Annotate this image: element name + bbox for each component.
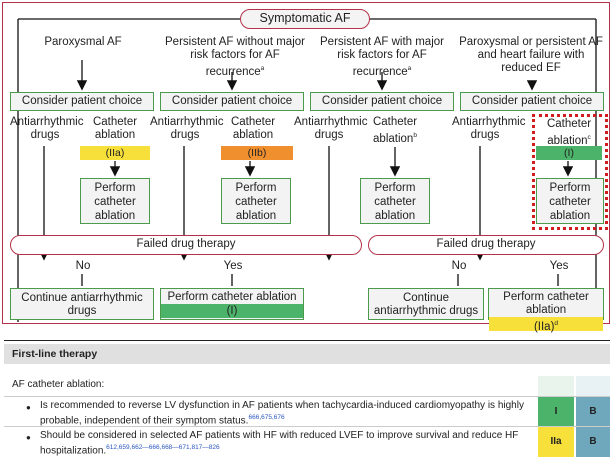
flow-arrows xyxy=(17,18,597,322)
aad-label-2: Antiarrhythmic drugs xyxy=(150,116,224,141)
choice-box-2: Consider patient choice xyxy=(160,92,304,111)
heading-paroxysmal-af: Paroxysmal AF xyxy=(44,36,122,48)
continue-aad-right: Continue antiarrhythmic drugs xyxy=(368,288,484,320)
class-cell: IIa xyxy=(538,427,574,457)
flowchart-frame xyxy=(2,2,610,324)
yes-label-left: Yes xyxy=(220,260,246,273)
perform-ablation-right: Perform catheter ablation (IIa)d xyxy=(488,288,604,333)
perform-box-1: Perform catheter ablation xyxy=(80,178,150,224)
bullet-icon: ● xyxy=(26,433,31,442)
outcome-badge-i: (I) xyxy=(161,304,303,318)
failed-drug-therapy-right: Failed drug therapy xyxy=(368,235,604,255)
ablation-label-3: Catheter ablationb xyxy=(372,116,418,145)
class-cell: I xyxy=(538,397,574,427)
class-badge-iia: (IIa) xyxy=(80,146,150,160)
choice-box-4: Consider patient choice xyxy=(460,92,604,111)
perform-box-3: Perform catheter ablation xyxy=(360,178,430,224)
yes-label-right: Yes xyxy=(546,260,572,273)
outcome-badge-iia: (IIa)d xyxy=(489,317,603,333)
choice-box-3: Consider patient choice xyxy=(310,92,454,111)
ablation-label-2: Catheter ablation xyxy=(230,116,276,141)
level-cell: B xyxy=(576,427,610,457)
diagram-title: Symptomatic AF xyxy=(240,9,370,29)
heading-hfref: Paroxysmal or persistent AF and heart fa… xyxy=(459,36,603,74)
highlight-box xyxy=(532,114,608,230)
table-section: AF catheter ablation: xyxy=(4,376,610,396)
level-cell: B xyxy=(576,397,610,427)
ablation-label-4: Catheter ablationc xyxy=(546,118,592,147)
table-top-rule xyxy=(4,340,610,341)
failed-drug-therapy-left: Failed drug therapy xyxy=(10,235,362,255)
aad-label-1: Antiarrhythmic drugs xyxy=(10,116,84,141)
table-row: ● Should be considered in selected AF pa… xyxy=(4,426,610,457)
class-badge-i: (I) xyxy=(536,146,602,160)
class-badge-iib: (IIb) xyxy=(221,146,293,160)
continue-aad-left: Continue antiarrhythmic drugs xyxy=(10,288,154,320)
heading-persistent-risk: Persistent AF with major risk factors fo… xyxy=(320,36,444,78)
perform-box-2: Perform catheter ablation xyxy=(221,178,291,224)
ablation-label-1: Catheter ablation xyxy=(92,116,138,141)
aad-label-3: Antiarrhythmic drugs xyxy=(294,116,368,141)
perform-box-4: Perform catheter ablation xyxy=(536,178,604,224)
perform-ablation-left: Perform catheter ablation (I) xyxy=(160,288,304,320)
choice-box-1: Consider patient choice xyxy=(10,92,154,111)
heading-persistent-no-risk: Persistent AF without major risk factors… xyxy=(165,36,305,78)
table-row: ● Is recommended to reverse LV dysfuncti… xyxy=(4,396,610,427)
bullet-icon: ● xyxy=(26,403,31,412)
table-header: First-line therapy xyxy=(4,344,610,364)
no-label-left: No xyxy=(72,260,94,273)
no-label-right: No xyxy=(448,260,470,273)
aad-label-4: Antiarrhythmic drugs xyxy=(452,116,526,141)
